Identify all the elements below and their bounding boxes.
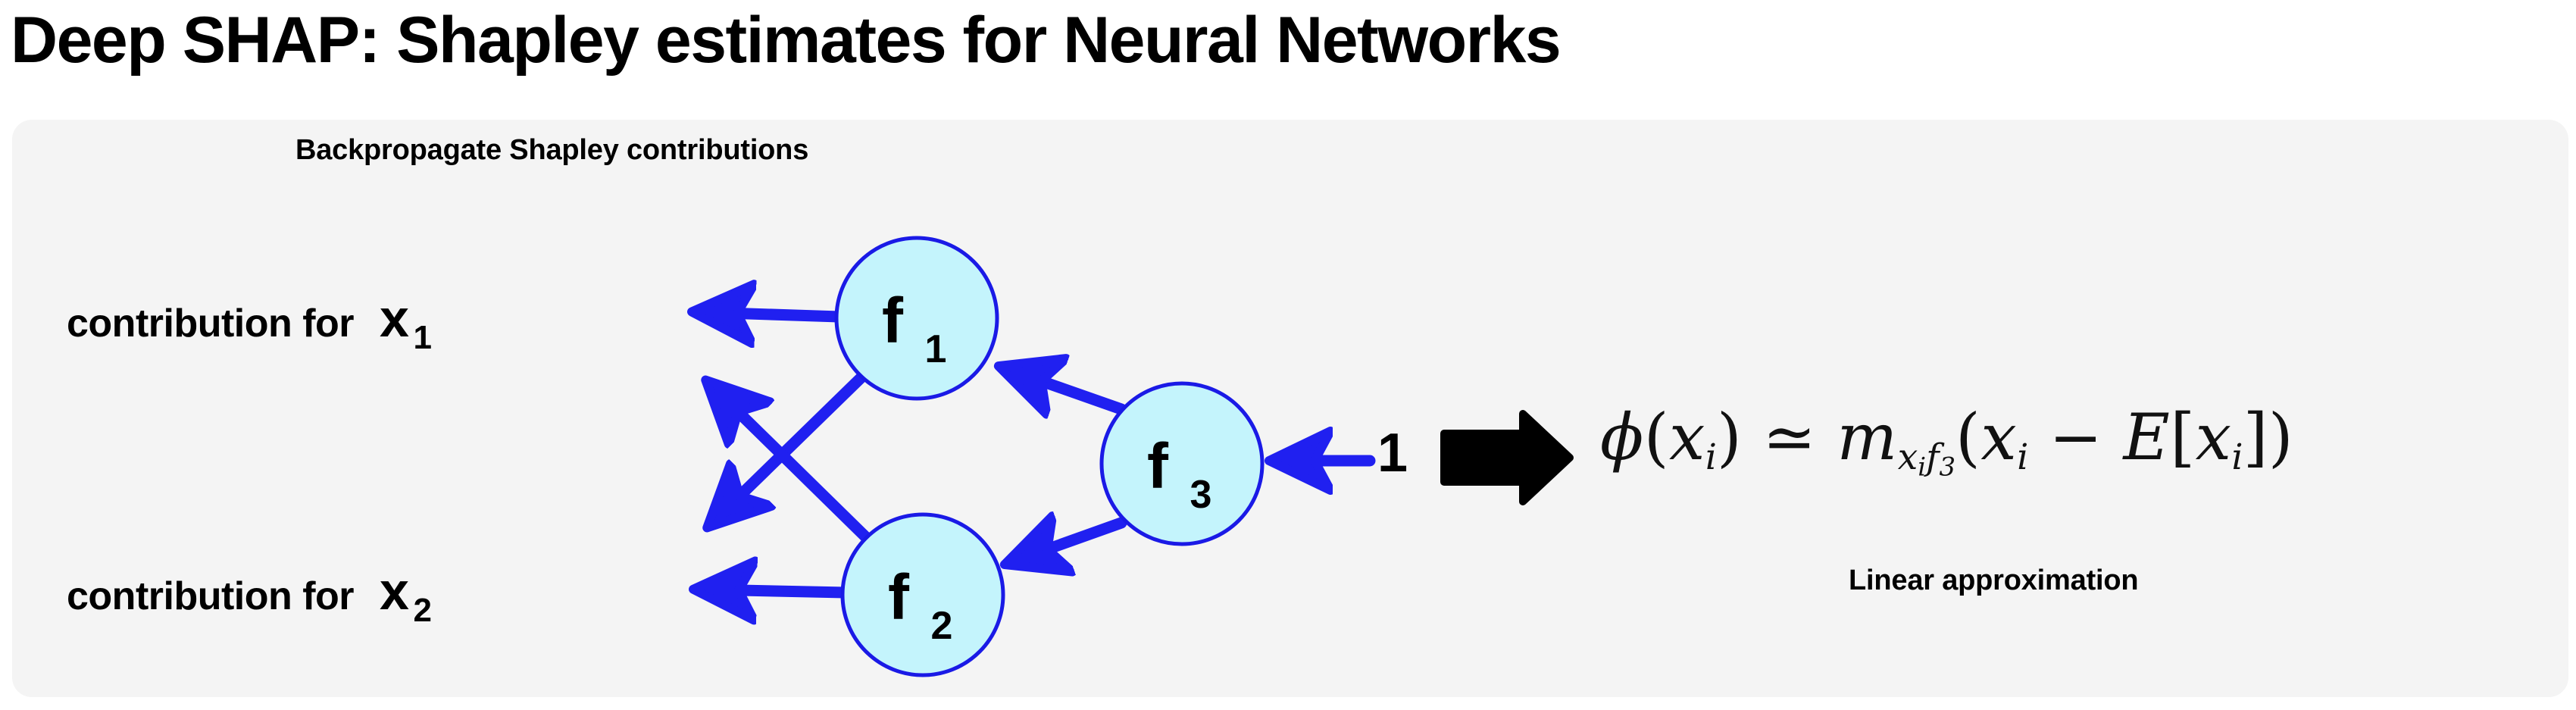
formula-m-sub-f: f: [1926, 436, 1940, 479]
formula-paren-open: (: [1643, 400, 1670, 474]
formula-m: m: [1837, 400, 1898, 474]
contribution-label-text-1: contribution for: [67, 302, 355, 346]
formula-paren-open-2: (: [1955, 400, 1981, 474]
formula-m-sub-3: 3: [1939, 452, 1956, 482]
formula-i-2: i: [2017, 436, 2029, 479]
variable-x2: x: [380, 561, 409, 621]
formula-phi: ϕ: [1600, 400, 1644, 474]
formula-m-sub-i: i: [1918, 452, 1927, 482]
diagram-panel: [12, 120, 2568, 697]
caption-backpropagate: Backpropagate Shapley contributions: [295, 134, 809, 166]
formula-i-1: i: [1705, 436, 1717, 479]
formula-x-1: x: [1669, 400, 1705, 474]
formula-m-subscript: xif3: [1897, 436, 1955, 481]
formula-paren-close: ): [1716, 400, 1743, 474]
formula-i-3: i: [2231, 436, 2243, 479]
formula-x-3: x: [2195, 400, 2232, 474]
formula-bracket-close: ]: [2243, 400, 2268, 474]
input-unit-label: 1: [1377, 423, 1408, 483]
formula-linear-approximation: ϕ(xi) ≃ mxif3(xi − E[xi]): [1600, 400, 2293, 482]
formula-x-2: x: [1980, 400, 2018, 474]
contribution-label-text-2: contribution for: [67, 574, 355, 618]
formula-bracket-open: [: [2170, 400, 2196, 474]
caption-linear-approximation: Linear approximation: [1849, 565, 2139, 596]
formula-E: E: [2123, 400, 2171, 474]
variable-x1-subscript: 1: [413, 319, 432, 356]
formula-paren-close-2: ): [2268, 400, 2294, 474]
formula-m-sub-x: x: [1897, 436, 1918, 479]
formula-minus: −: [2049, 400, 2103, 474]
page-title: Deep SHAP: Shapley estimates for Neural …: [11, 4, 1562, 77]
variable-x2-subscript: 2: [413, 592, 432, 629]
variable-x1: x: [380, 289, 409, 348]
formula-approx-sign: ≃: [1762, 400, 1817, 474]
